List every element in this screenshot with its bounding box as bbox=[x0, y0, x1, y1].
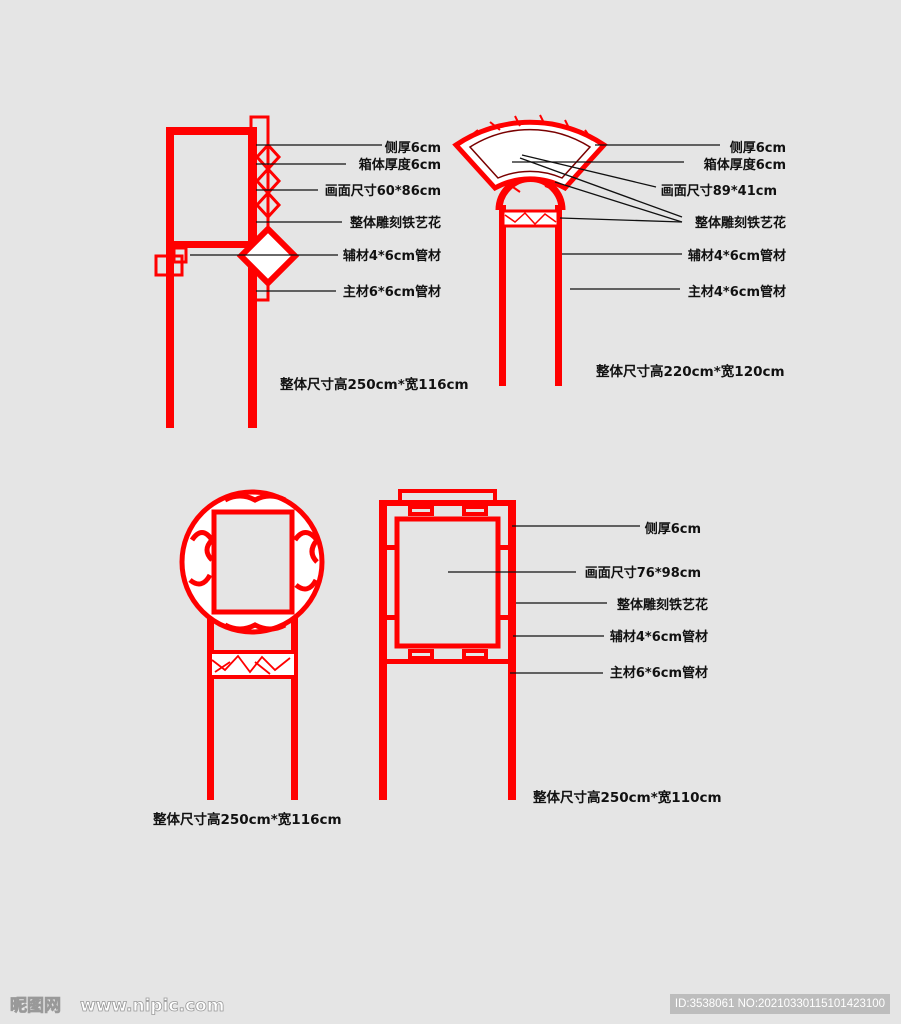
dimension-text: 整体尺寸高220cm*宽120cm bbox=[596, 363, 785, 380]
watermark-id: ID:3538061 NO:20210330115101423100 bbox=[670, 994, 890, 1014]
label-panel-size: 画面尺寸60*86cm bbox=[325, 183, 441, 199]
label-panel-size: 画面尺寸76*98cm bbox=[585, 565, 701, 581]
label-aux-tube: 辅材4*6cm管材 bbox=[610, 629, 708, 645]
label-main-tube: 主材6*6cm管材 bbox=[610, 665, 708, 681]
label-ironwork: 整体雕刻铁艺花 bbox=[616, 597, 708, 613]
watermark-site: www.nipic.com bbox=[80, 996, 224, 1016]
dimension-text: 整体尺寸高250cm*宽116cm bbox=[280, 376, 469, 393]
watermark-logo: 昵图网 bbox=[10, 996, 61, 1016]
label-aux-tube: 辅材4*6cm管材 bbox=[688, 248, 786, 264]
label-ironwork: 整体雕刻铁艺花 bbox=[694, 215, 786, 231]
label-side-thickness: 侧厚6cm bbox=[730, 140, 786, 156]
drawing-side-box-sign: 侧厚6cm 箱体厚度6cm 画面尺寸60*86cm 整体雕刻铁艺花 辅材4*6c… bbox=[154, 115, 469, 428]
drawing-round-sign: 整体尺寸高250cm*宽116cm bbox=[153, 489, 342, 828]
label-ironwork: 整体雕刻铁艺花 bbox=[349, 215, 441, 231]
label-side-thickness: 侧厚6cm bbox=[645, 521, 701, 537]
drawing-fan-sign: 侧厚6cm 箱体厚度6cm 画面尺寸89*41cm 整体雕刻铁艺花 辅材4*6c… bbox=[452, 114, 786, 386]
label-box-thickness: 箱体厚度6cm bbox=[359, 157, 441, 173]
label-main-tube: 主材6*6cm管材 bbox=[343, 284, 441, 300]
label-side-thickness: 侧厚6cm bbox=[385, 140, 441, 156]
label-aux-tube: 辅材4*6cm管材 bbox=[343, 248, 441, 264]
dimension-text: 整体尺寸高250cm*宽110cm bbox=[533, 789, 722, 806]
drawing-frame-sign: 侧厚6cm 画面尺寸76*98cm 整体雕刻铁艺花 辅材4*6cm管材 主材6*… bbox=[379, 489, 722, 806]
label-box-thickness: 箱体厚度6cm bbox=[704, 157, 786, 173]
label-main-tube: 主材4*6cm管材 bbox=[688, 284, 786, 300]
dimension-text: 整体尺寸高250cm*宽116cm bbox=[153, 811, 342, 828]
watermark: 昵图网 www.nipic.com bbox=[10, 996, 225, 1017]
label-panel-size: 画面尺寸89*41cm bbox=[661, 183, 777, 199]
